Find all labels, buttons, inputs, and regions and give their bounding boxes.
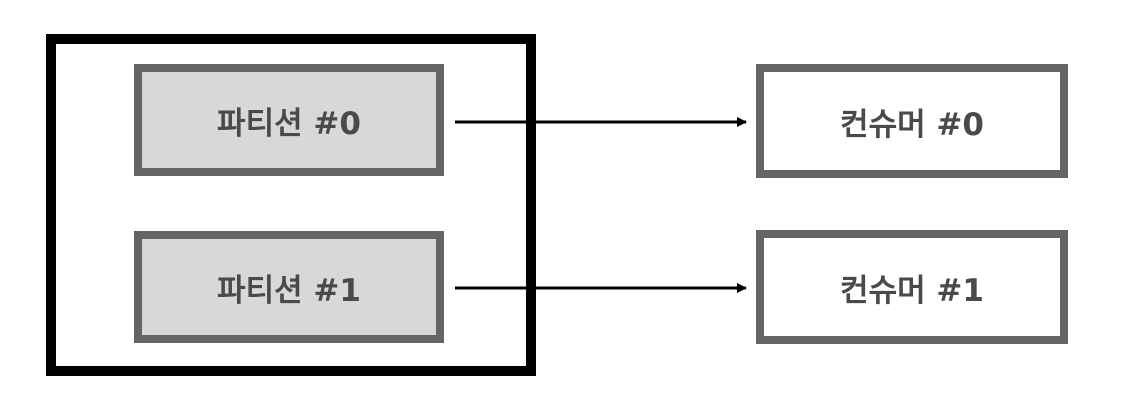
- partition-0-label: 파티션 #0: [217, 105, 361, 142]
- consumer-0-label: 컨슈머 #0: [840, 106, 984, 143]
- partition-1-label: 파티션 #1: [217, 272, 361, 309]
- consumer-0-box: 컨슈머 #0: [756, 64, 1068, 178]
- consumer-1-label: 컨슈머 #1: [840, 272, 984, 309]
- partition-0-box: 파티션 #0: [134, 64, 444, 176]
- partition-1-box: 파티션 #1: [134, 231, 444, 343]
- consumer-1-box: 컨슈머 #1: [756, 230, 1068, 344]
